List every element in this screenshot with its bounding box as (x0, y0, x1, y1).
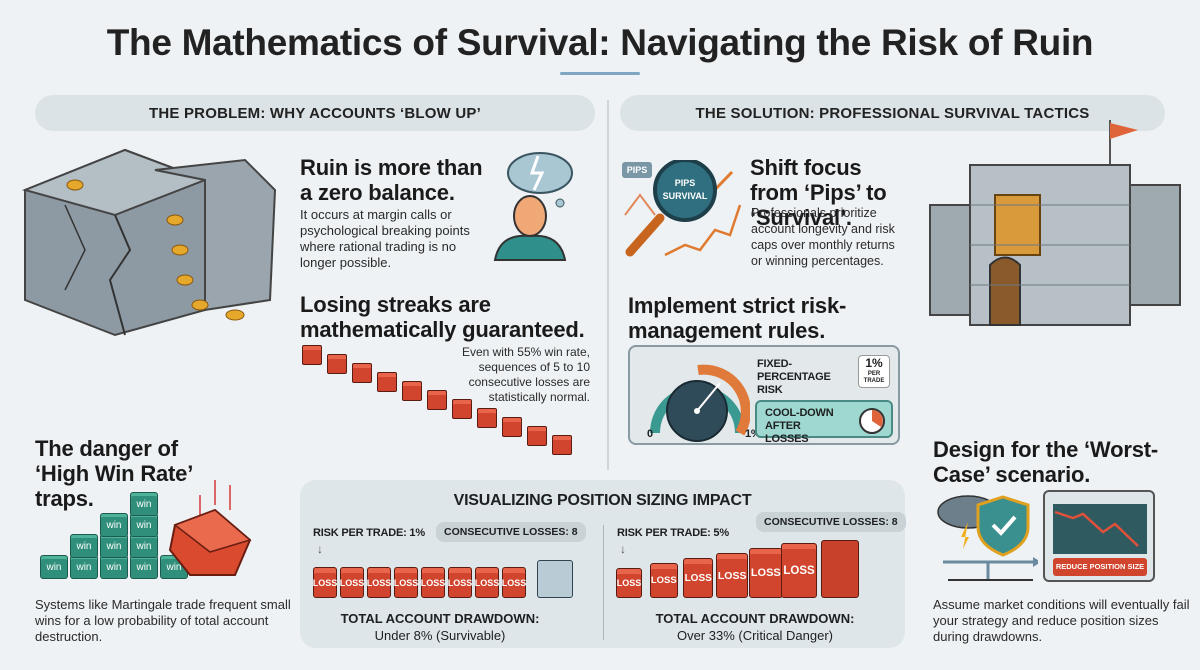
left-drawdown: TOTAL ACCOUNT DRAWDOWN: Under 8% (Surviv… (330, 610, 550, 644)
solution-header: THE SOLUTION: PROFESSIONAL SURVIVAL TACT… (620, 95, 1165, 131)
loss-cube (502, 417, 522, 437)
reduce-position-size-button[interactable]: REDUCE POSITION SIZE (1053, 558, 1147, 576)
win-block: win (130, 492, 158, 516)
trap-heading: The danger of ‘High Win Rate’ traps. (35, 436, 192, 511)
streaks-heading: Losing streaks are mathematically guaran… (300, 292, 585, 342)
loss-block: LOSS (448, 567, 472, 598)
right-drawdown: TOTAL ACCOUNT DRAWDOWN: Over 33% (Critic… (640, 610, 870, 644)
win-block: win (100, 513, 128, 537)
loss-block: LOSS (683, 558, 714, 598)
loss-cube (377, 372, 397, 392)
falling-block-icon (168, 480, 252, 576)
left-dd-label: TOTAL ACCOUNT DRAWDOWN: (340, 611, 540, 626)
problem-header: THE PROBLEM: WHY ACCOUNTS ‘BLOW UP’ (35, 95, 595, 131)
shift-heading: Shift focus from ‘Pips’ to ‘Survival’. (750, 155, 887, 230)
magnifier-chart-icon (624, 160, 742, 257)
streaks-body: Even with 55% win rate, sequences of 5 t… (461, 345, 590, 404)
per-trade-badge: 1% PER TRADE (858, 355, 890, 388)
loss-block: LOSS (367, 567, 391, 598)
cracked-block-icon (537, 560, 573, 598)
loss-block: LOSS (340, 567, 364, 598)
loss-cube (402, 381, 422, 401)
sizing-title: VISUALIZING POSITION SIZING IMPACT (453, 492, 752, 509)
loss-block: LOSS (716, 553, 749, 598)
downtrend-chart-icon (1053, 504, 1147, 554)
win-block: win (100, 555, 128, 579)
win-block: win (130, 555, 158, 579)
right-risk-label: RISK PER TRADE: 5% (617, 527, 729, 539)
stopwatch-icon (859, 408, 885, 434)
worst-body: Assume market conditions will eventually… (933, 597, 1190, 644)
win-block: win (70, 534, 98, 558)
win-block: win (130, 513, 158, 537)
pips-tag: PIPS (622, 162, 652, 178)
loss-cube (552, 435, 572, 455)
shift-body: Professionals prioritize account longevi… (751, 206, 895, 268)
risk-gauge-icon (650, 364, 750, 442)
stressed-person-icon (493, 152, 573, 261)
drawdown-screen: REDUCE POSITION SIZE (1043, 490, 1155, 582)
loss-block: LOSS (781, 543, 817, 598)
storm-shield-icon (937, 495, 1038, 581)
right-callout: CONSECUTIVE LOSSES: 8 (756, 512, 906, 532)
badge-sub: PER TRADE (863, 371, 885, 384)
lens-text: PIPS SURVIVAL (655, 177, 715, 203)
down-arrow-icon: ↓ (317, 542, 323, 556)
loss-cube (302, 345, 322, 365)
right-dd-label: TOTAL ACCOUNT DRAWDOWN: (655, 611, 855, 626)
left-callout: CONSECUTIVE LOSSES: 8 (436, 522, 586, 542)
page-title: The Mathematics of Survival: Navigating … (106, 22, 1094, 63)
loss-block: LOSS (748, 548, 783, 598)
loss-block: LOSS (616, 568, 642, 598)
castle-icon (929, 120, 1181, 326)
crumbling-rock-icon (21, 148, 277, 337)
gauge-min: 0 (647, 428, 653, 440)
left-risk-label: RISK PER TRADE: 1% (313, 527, 425, 539)
left-dd-value: Under 8% (Survivable) (374, 628, 506, 643)
rules-heading: Implement strict risk-management rules. (628, 293, 847, 343)
win-block: win (130, 534, 158, 558)
sizing-divider (603, 525, 604, 640)
lens-bottom: SURVIVAL (662, 191, 708, 201)
loss-cube (327, 354, 347, 374)
right-dd-value: Over 33% (Critical Danger) (676, 628, 834, 643)
loss-block: LOSS (475, 567, 499, 598)
win-block: win (70, 555, 98, 579)
shattered-block-icon (821, 540, 859, 598)
cooldown-box: COOL-DOWN AFTER LOSSES (755, 400, 893, 445)
ruin-heading: Ruin is more than a zero balance. (300, 155, 483, 205)
badge-value: 1% (865, 356, 883, 370)
loss-cube (352, 363, 372, 383)
down-arrow-icon: ↓ (620, 542, 626, 556)
loss-block: LOSS (313, 567, 337, 598)
loss-block: LOSS (421, 567, 445, 598)
title-underline (560, 72, 640, 75)
fixed-risk-label: FIXED-PERCENTAGE RISK (757, 358, 831, 396)
cooldown-label: COOL-DOWN AFTER LOSSES (765, 407, 834, 445)
win-block: win (100, 534, 128, 558)
loss-block: LOSS (502, 567, 526, 598)
loss-block: LOSS (649, 563, 678, 598)
loss-cube (527, 426, 547, 446)
trap-body: Systems like Martingale trade frequent s… (35, 597, 291, 644)
loss-cube (452, 399, 472, 419)
loss-cube (477, 408, 497, 428)
lens-top: PIPS (674, 178, 696, 188)
win-block: win (40, 555, 68, 579)
worst-heading: Design for the ‘Worst-Case’ scenario. (933, 437, 1158, 487)
ruin-body: It occurs at margin calls or psychologic… (300, 207, 470, 270)
loss-block: LOSS (394, 567, 418, 598)
section-divider (607, 100, 609, 470)
loss-cube (427, 390, 447, 410)
